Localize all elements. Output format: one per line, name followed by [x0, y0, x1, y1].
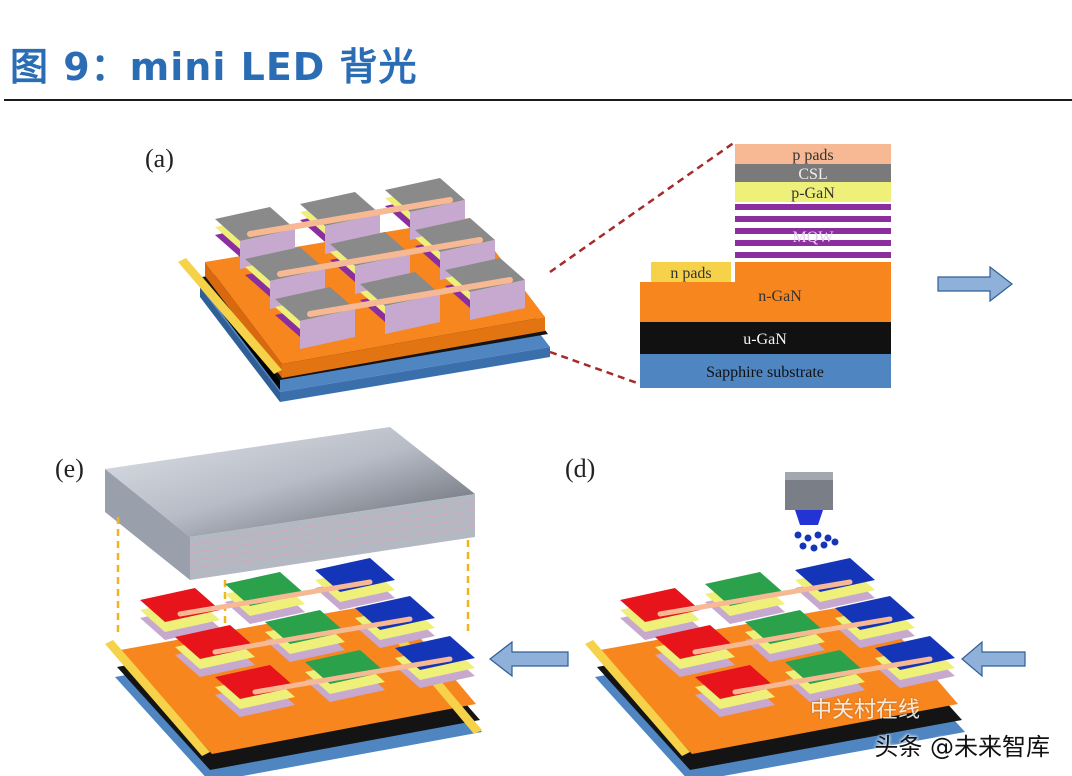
zoom-lines — [549, 140, 736, 386]
arrow-right-icon — [937, 265, 1013, 303]
mini-led-diagram: (a) — [50, 122, 1072, 776]
label-n-gan: n-GaN — [758, 288, 802, 305]
label-csl: CSL — [798, 166, 827, 183]
panel-label-d: (d) — [565, 454, 595, 483]
watermark-logo: 中关村在线 — [810, 698, 921, 723]
watermark-caption: 头条 @未来智库 — [874, 733, 1050, 761]
layer-p-pads — [735, 144, 891, 164]
panel-label-a: (a) — [145, 144, 174, 173]
panel-e-array — [105, 558, 482, 776]
arrow-left-icon-middle — [489, 640, 569, 678]
diagram-svg: (a) — [55, 140, 1026, 776]
panel-label-e: (e) — [55, 454, 84, 483]
backlight-plate — [105, 427, 476, 580]
layer-n-pads — [651, 262, 731, 282]
label-p-gan: p-GaN — [791, 185, 835, 202]
layer-stack: p pads CSL p-GaN MQW n pads n-GaN u-GaN … — [640, 144, 891, 388]
layer-u-gan — [640, 322, 891, 354]
figure-title: 图 9：mini LED 背光 — [10, 45, 418, 89]
arrow-left-icon-right — [961, 640, 1026, 678]
layer-sapphire — [640, 354, 891, 388]
panel-a-array — [178, 178, 550, 402]
panel-d-array — [585, 558, 965, 776]
layer-csl — [735, 164, 891, 182]
label-n-pads: n pads — [670, 265, 711, 282]
label-mqw: MQW — [793, 229, 835, 246]
print-head-icon — [785, 472, 839, 552]
layer-mqw — [735, 202, 891, 260]
title-rule — [4, 99, 1072, 101]
label-u-gan: u-GaN — [743, 331, 787, 348]
label-sapphire: Sapphire substrate — [706, 364, 824, 381]
panel-a-interconnects — [247, 197, 513, 317]
label-p-pads: p pads — [792, 147, 833, 164]
layer-p-gan — [735, 182, 891, 202]
layer-n-gan — [640, 262, 891, 322]
